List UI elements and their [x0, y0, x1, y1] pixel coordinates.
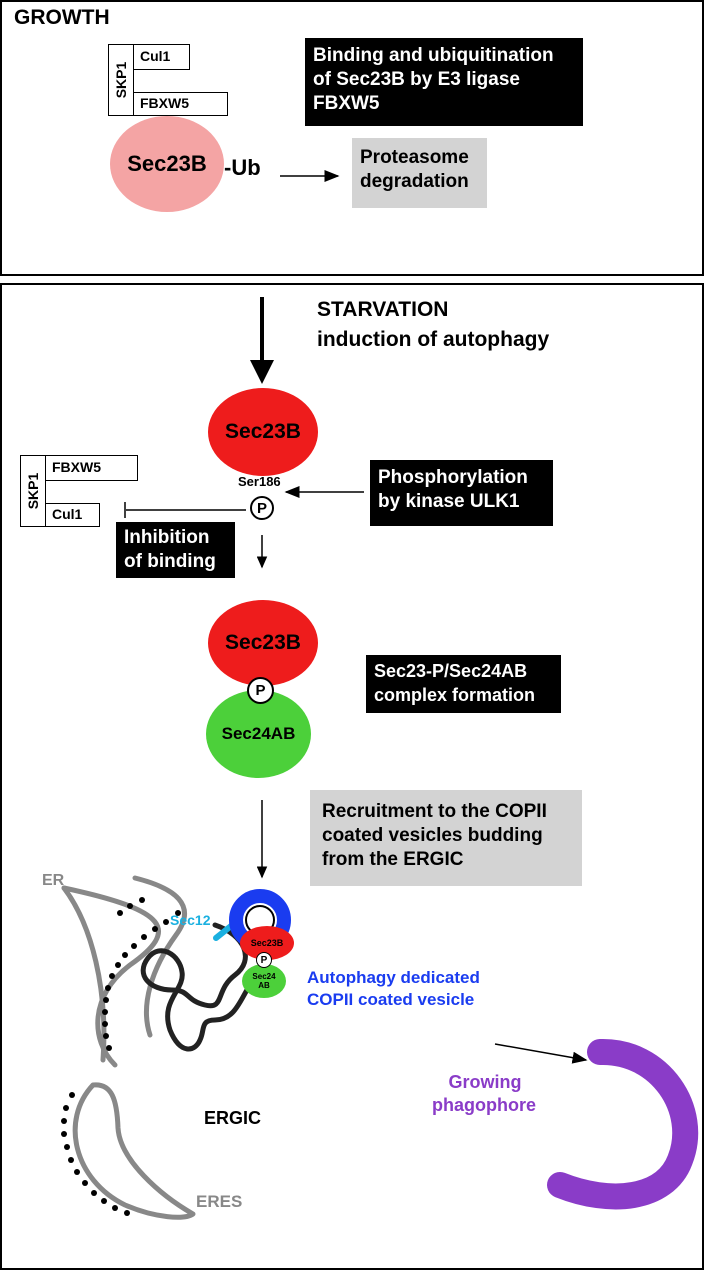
er-ribosomes: [61, 897, 181, 1216]
starvation-title-line1: STARVATION: [317, 298, 449, 321]
complex-formation-box: Sec23-P/Sec24AB complex formation: [366, 655, 561, 713]
cul1-starvation-label: Cul1: [52, 506, 83, 522]
sec23b-red-blob: Sec23B: [208, 388, 318, 476]
phagophore-label-line2: phagophore: [432, 1095, 536, 1115]
er-label: ER: [42, 872, 65, 889]
ergic-membrane: [140, 922, 253, 1052]
cul1-box: Cul1: [133, 44, 190, 70]
phagophore-label-line1: Growing: [448, 1072, 522, 1092]
complex-sec23b-blob: Sec23B: [208, 600, 318, 686]
small-phospho-circle: P: [256, 952, 272, 968]
ser186-label: Ser186: [238, 474, 281, 489]
small-sec24ab-blob: Sec24 AB: [242, 964, 286, 998]
proteasome-box: Proteasome degradation: [352, 138, 487, 208]
phosphorylation-box: Phosphorylation by kinase ULK1: [370, 460, 553, 526]
phagophore: [547, 1039, 699, 1210]
growth-panel: [0, 0, 704, 276]
binding-box: Binding and ubiquitination of Sec23B by …: [305, 38, 583, 126]
phospho-circle: P: [250, 496, 274, 520]
complex-sec23b-label: Sec23B: [225, 631, 301, 654]
cul1-label: Cul1: [140, 48, 171, 64]
recruitment-box: Recruitment to the COPII coated vesicles…: [310, 790, 582, 886]
sec23b-red-label: Sec23B: [225, 420, 301, 443]
sec23b-growth-label: Sec23B: [127, 151, 207, 176]
er-inner-membrane: [132, 875, 188, 1038]
cul1-box-starvation: Cul1: [45, 503, 100, 527]
complex-sec24ab-label: Sec24AB: [221, 724, 296, 743]
small-sec23b-label: Sec23B: [250, 938, 284, 948]
inhibition-box: Inhibition of binding: [116, 522, 235, 578]
small-sec24-line1: Sec24: [252, 972, 276, 981]
starvation-title-line2: induction of autophagy: [317, 328, 550, 351]
arrow-to-phagophore: [494, 1043, 588, 1064]
sec23b-growth-blob: Sec23B: [110, 116, 224, 212]
small-sec24-line2: AB: [258, 981, 270, 990]
eres-label: ERES: [196, 1192, 243, 1211]
skp1-box-starvation: SKP1: [20, 455, 46, 527]
sec12-label: Sec12: [170, 912, 211, 928]
growth-title: GROWTH: [14, 6, 110, 29]
complex-sec24ab-blob: Sec24AB: [206, 690, 311, 778]
fbxw5-label: FBXW5: [140, 95, 189, 111]
vesicle-label-line2: COPII coated vesicle: [307, 990, 475, 1009]
eres-membrane: [72, 1082, 196, 1220]
vesicle-label-line1: Autophagy dedicated: [307, 968, 480, 987]
fbxw5-box-starvation: FBXW5: [45, 455, 138, 481]
skp1-box: SKP1: [108, 44, 134, 116]
starvation-arrow-head: [250, 360, 274, 384]
fbxw5-box: FBXW5: [133, 92, 228, 116]
ub-label: -Ub: [224, 155, 261, 180]
fbxw5-starvation-label: FBXW5: [52, 459, 101, 475]
complex-phospho-circle: P: [247, 677, 274, 704]
starvation-panel: [0, 283, 704, 1270]
ergic-label: ERGIC: [204, 1108, 262, 1128]
